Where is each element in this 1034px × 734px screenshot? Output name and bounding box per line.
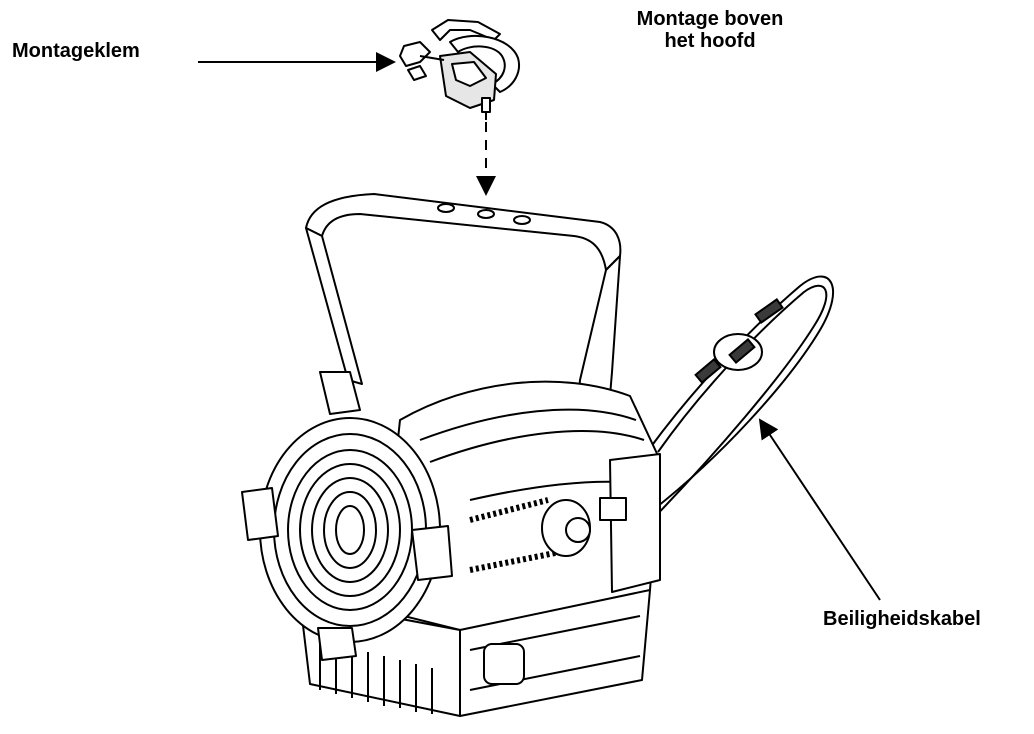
overhead-mounting-label-line1: Montage boven [636, 8, 784, 30]
mounting-clamp-icon [399, 19, 520, 120]
safety-cable-label: Beiligheidskabel [823, 608, 981, 630]
mounting-clamp-label: Montageklem [12, 40, 140, 62]
overhead-mounting-label: Montage boven het hoofd [615, 8, 805, 52]
safety-cable-icon [639, 275, 835, 527]
overhead-mounting-label-line2: het hoofd [664, 30, 756, 52]
fresnel-fixture-icon [241, 193, 661, 717]
cable-label-arrow [758, 418, 881, 601]
